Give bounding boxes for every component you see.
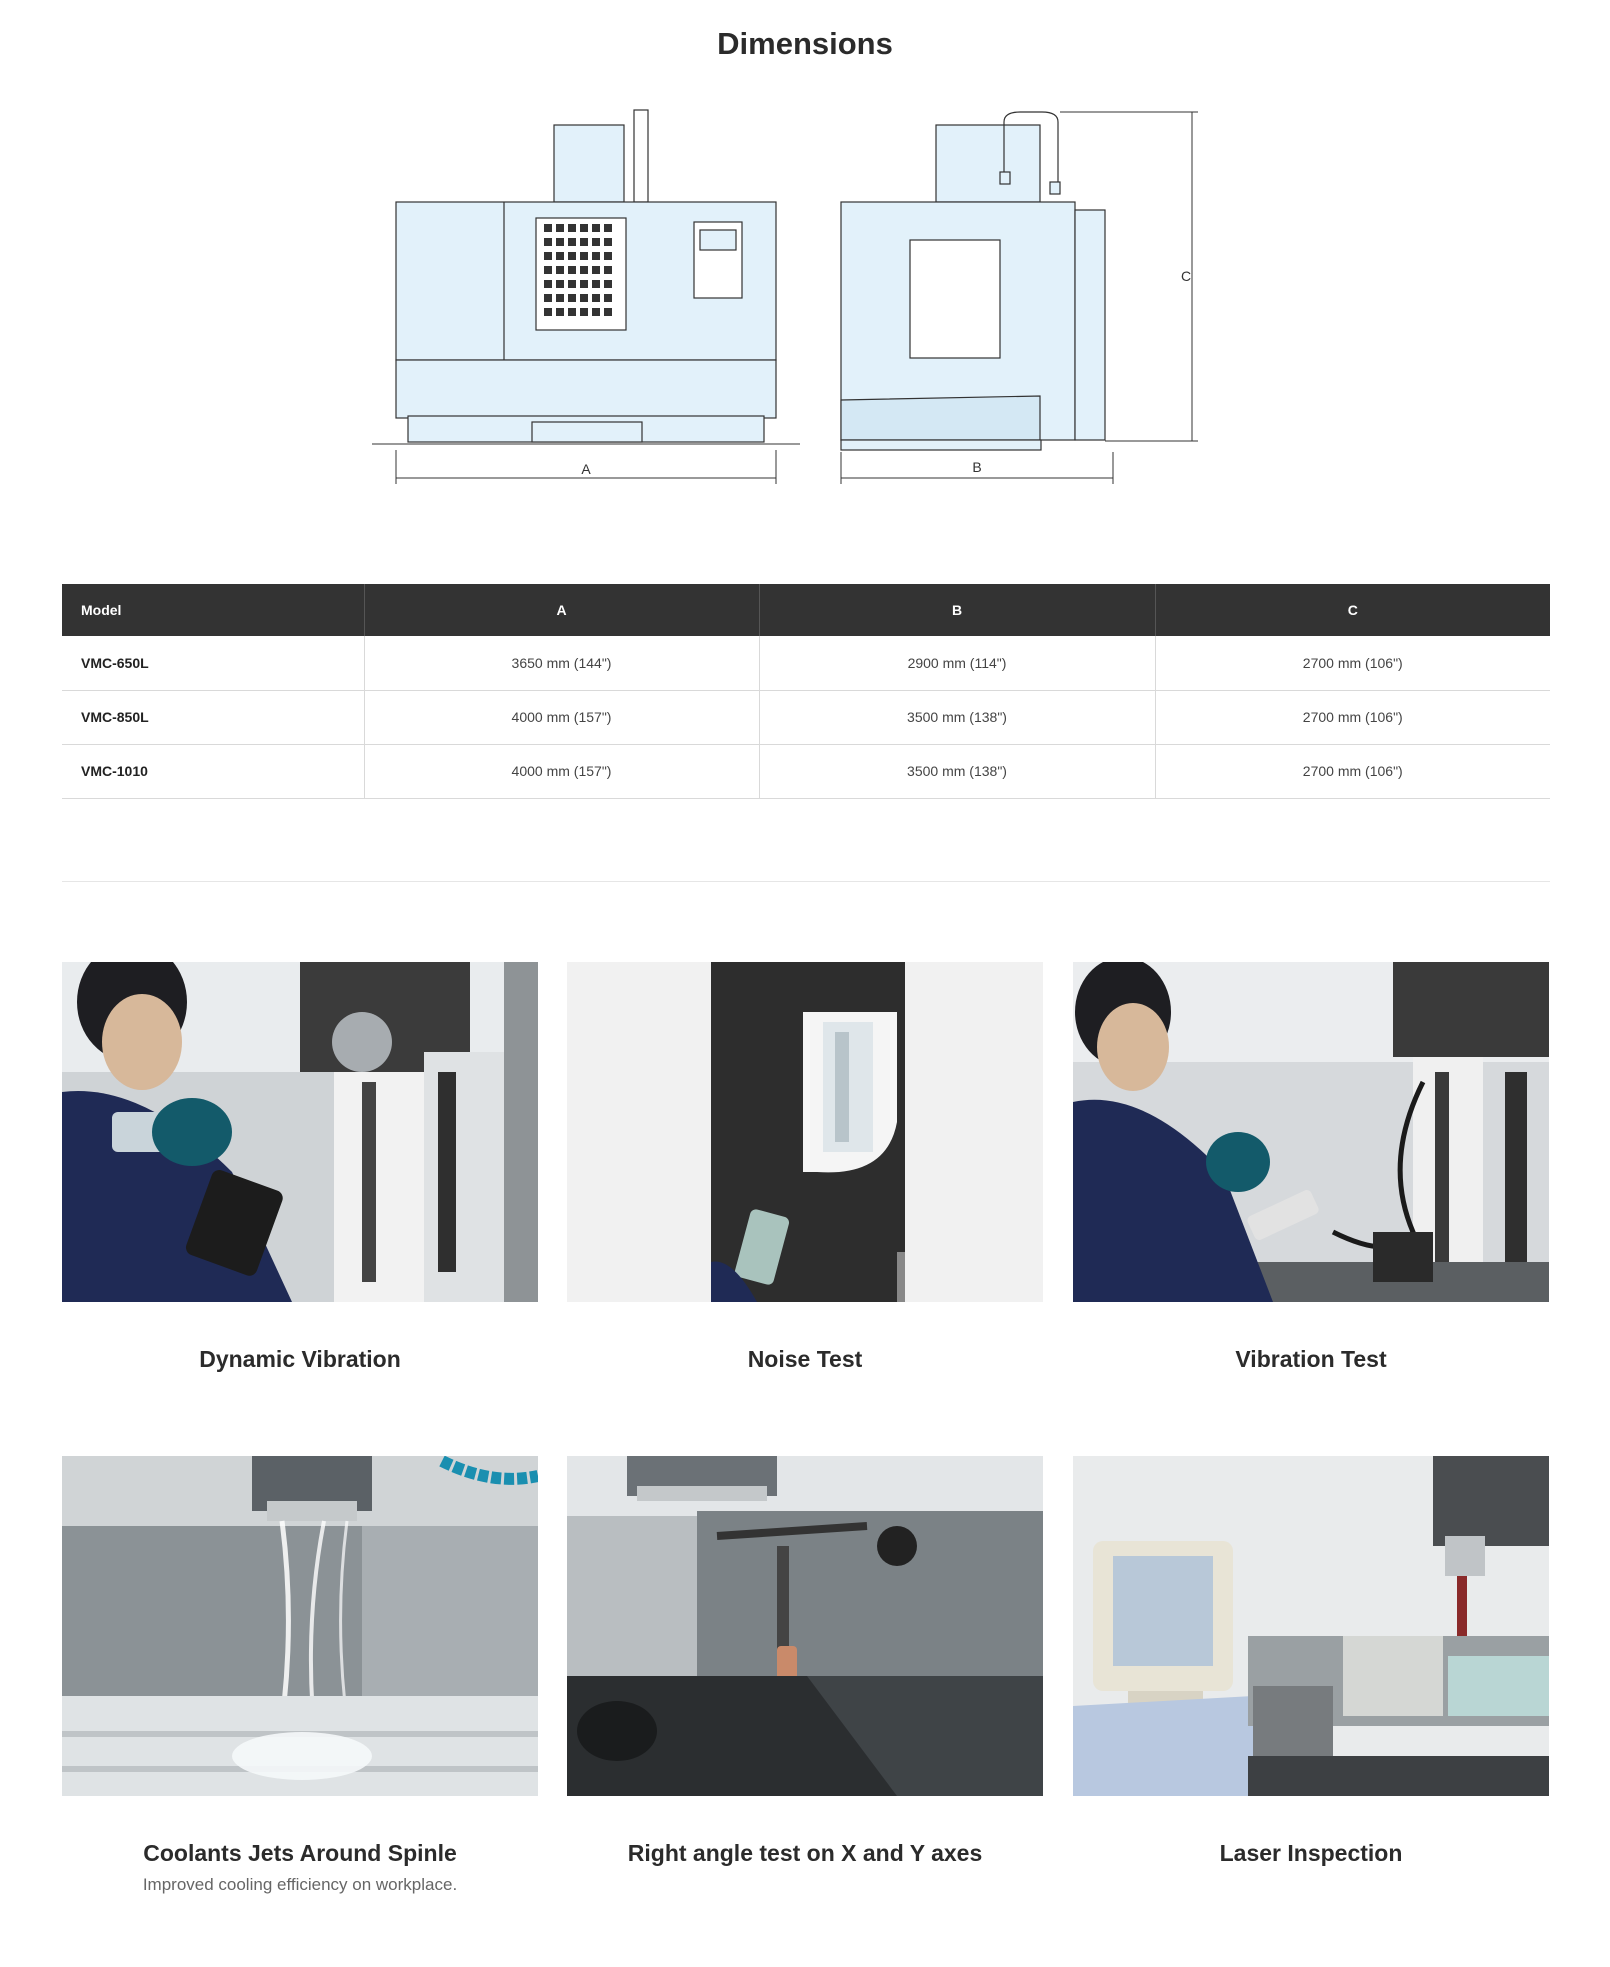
table-cell-b: 2900 mm (114") bbox=[758, 636, 1155, 691]
table-cell-c: 2700 mm (106") bbox=[1154, 690, 1550, 745]
dimension-label-a: A bbox=[581, 461, 591, 477]
table-cell-c: 2700 mm (106") bbox=[1154, 744, 1550, 799]
gallery-caption: Laser Inspection bbox=[1219, 1840, 1403, 1866]
table-header-b: B bbox=[758, 584, 1155, 636]
gallery-card-right-angle-test: Right angle test on X and Y axes bbox=[567, 1456, 1043, 1867]
dimensions-drawing: A B C bbox=[372, 109, 1198, 484]
table-header-model: Model bbox=[62, 584, 364, 636]
photo-coolant-jets bbox=[62, 1456, 538, 1796]
dimension-label-c: C bbox=[1181, 268, 1191, 284]
front-door-vents bbox=[544, 224, 612, 316]
side-rear-cabinet bbox=[1074, 209, 1106, 441]
gallery-card-laser-inspection: Laser Inspection bbox=[1073, 1456, 1549, 1867]
gallery-caption: Coolants Jets Around Spinle bbox=[143, 1840, 457, 1866]
table-row: VMC-1010 4000 mm (157") 3500 mm (138") 2… bbox=[62, 744, 1550, 799]
section-divider bbox=[62, 881, 1550, 882]
gallery-card-coolant-jets: Coolants Jets Around Spinle Improved coo… bbox=[62, 1456, 538, 1895]
gallery-card-noise-test: Noise Test bbox=[567, 962, 1043, 1373]
side-window bbox=[909, 239, 1001, 359]
gallery-caption: Right angle test on X and Y axes bbox=[627, 1840, 983, 1866]
photo-laser-inspection bbox=[1073, 1456, 1549, 1796]
photo-vibration-test bbox=[1073, 962, 1549, 1302]
table-cell-c: 2700 mm (106") bbox=[1154, 636, 1550, 691]
gallery-caption: Dynamic Vibration bbox=[199, 1346, 401, 1372]
front-base bbox=[395, 359, 777, 419]
front-spindle-head bbox=[553, 124, 625, 203]
gallery-caption: Noise Test bbox=[747, 1346, 863, 1372]
table-row: VMC-850L 4000 mm (157") 3500 mm (138") 2… bbox=[62, 690, 1550, 745]
table-header-c: C bbox=[1154, 584, 1550, 636]
photo-dynamic-vibration bbox=[62, 962, 538, 1302]
table-cell-a: 4000 mm (157") bbox=[363, 744, 759, 799]
table-cell-a: 3650 mm (144") bbox=[363, 636, 759, 691]
table-cell-model: VMC-650L bbox=[62, 636, 364, 691]
gallery-caption: Vibration Test bbox=[1235, 1346, 1387, 1372]
page-title: Dimensions bbox=[717, 26, 893, 61]
table-cell-a: 4000 mm (157") bbox=[363, 690, 759, 745]
dimension-label-b: B bbox=[972, 459, 981, 475]
gallery-card-vibration-test: Vibration Test bbox=[1073, 962, 1549, 1373]
dimension-lines bbox=[372, 111, 1198, 484]
photo-noise-test bbox=[567, 962, 1043, 1302]
dimensions-table: Model A B C VMC-650L 3650 mm (144") 2900… bbox=[62, 584, 1550, 799]
side-cable-loop bbox=[1003, 111, 1059, 182]
table-header-a: A bbox=[363, 584, 759, 636]
table-cell-model: VMC-1010 bbox=[62, 744, 364, 799]
table-cell-model: VMC-850L bbox=[62, 690, 364, 745]
side-spindle-head bbox=[935, 124, 1041, 203]
table-cell-b: 3500 mm (138") bbox=[758, 744, 1155, 799]
gallery-card-dynamic-vibration: Dynamic Vibration bbox=[62, 962, 538, 1373]
table-row: VMC-650L 3650 mm (144") 2900 mm (114") 2… bbox=[62, 636, 1550, 691]
table-cell-b: 3500 mm (138") bbox=[758, 690, 1155, 745]
table-header-row: Model A B C bbox=[62, 584, 1550, 636]
front-cable-chain bbox=[633, 109, 649, 203]
gallery-subtitle: Improved cooling efficiency on workplace… bbox=[142, 1875, 458, 1894]
photo-right-angle-test bbox=[567, 1456, 1043, 1796]
